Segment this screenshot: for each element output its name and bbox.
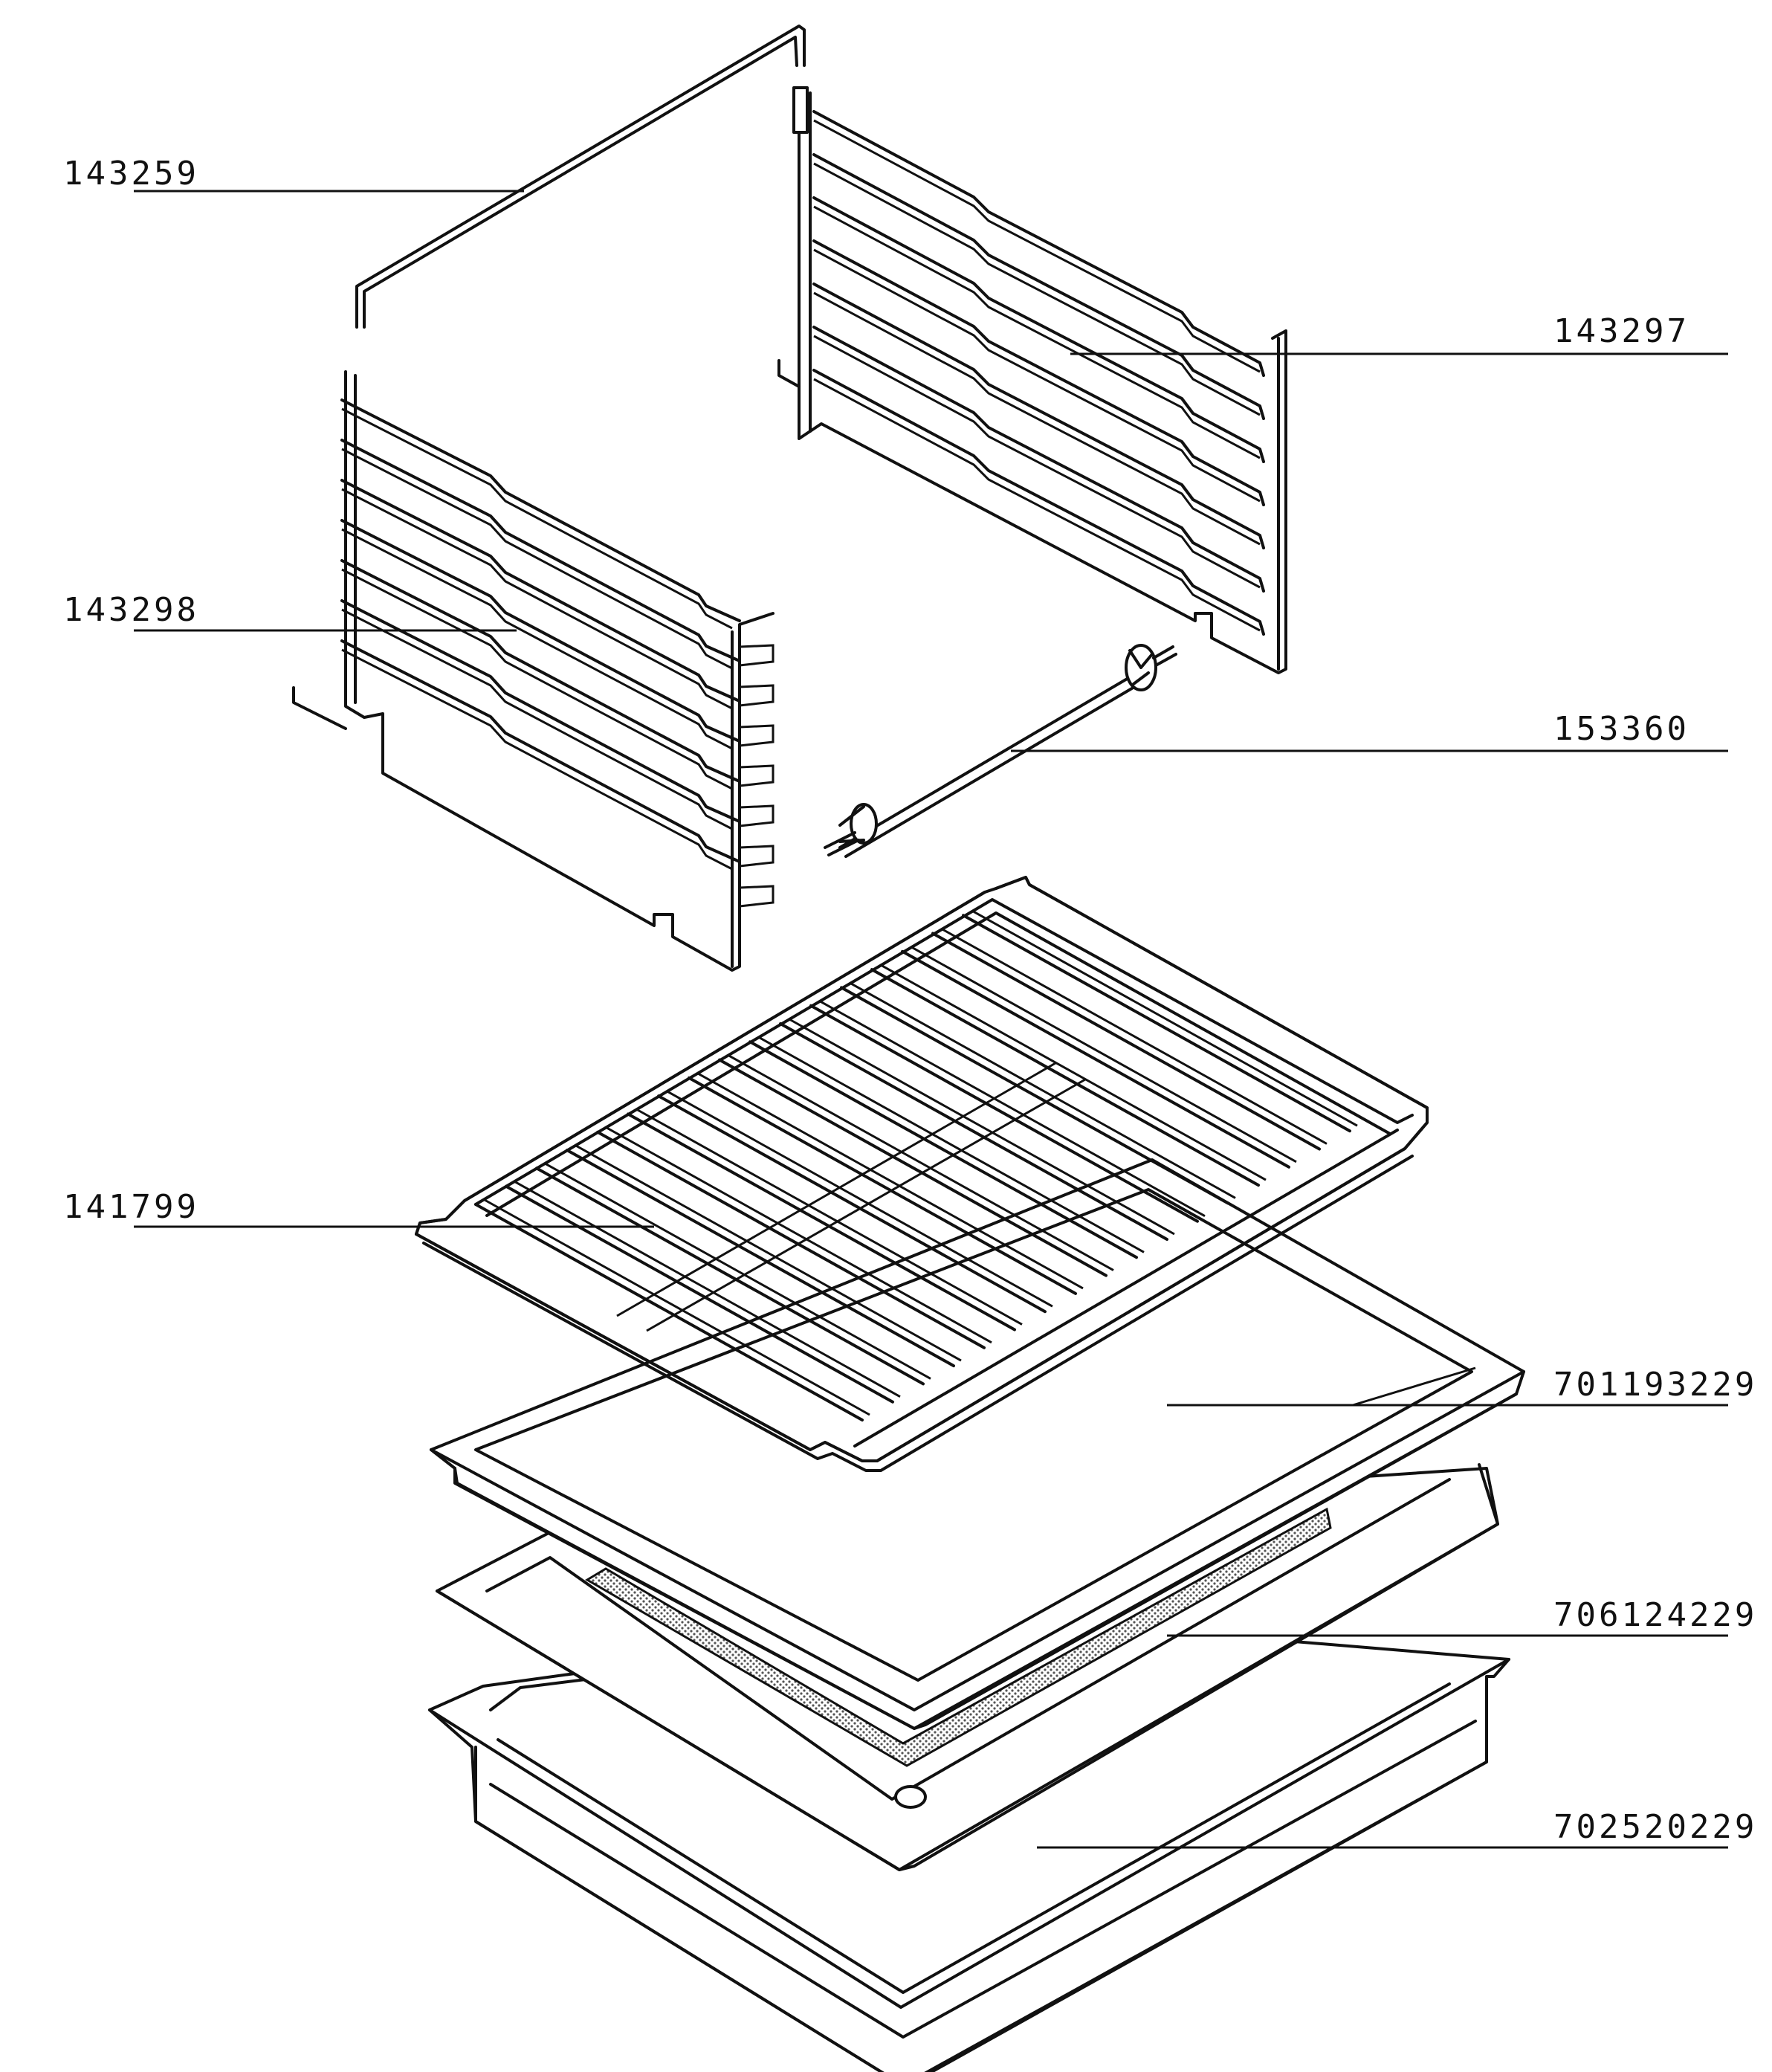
runner-rail bbox=[813, 248, 1261, 503]
runner-rail bbox=[340, 559, 741, 783]
runner-rail bbox=[341, 648, 733, 871]
rack-cross-bar bbox=[616, 1062, 1056, 1317]
rack-bar bbox=[484, 1198, 870, 1416]
runner-rail bbox=[813, 335, 1261, 589]
rack-bar bbox=[748, 1040, 1138, 1259]
rack-bar bbox=[911, 946, 1297, 1164]
runner-rail bbox=[813, 378, 1261, 632]
label-143298: 143298 bbox=[63, 591, 199, 629]
glass-tray-part bbox=[430, 1158, 1525, 1730]
runner-rail bbox=[340, 398, 741, 622]
rack-bar bbox=[809, 1004, 1199, 1223]
runner-stub bbox=[739, 644, 775, 667]
part-labels: 143259 143297 143298 153360 141799 70119… bbox=[63, 155, 1757, 1846]
runner-rail bbox=[812, 326, 1265, 593]
runner-rail bbox=[340, 599, 741, 823]
rack-bar bbox=[779, 1022, 1168, 1241]
rack-bar bbox=[474, 1203, 864, 1421]
rack-bar bbox=[931, 932, 1321, 1151]
rotisserie-spit-part bbox=[824, 644, 1177, 858]
rack-bar bbox=[505, 1184, 894, 1404]
runner-rail bbox=[341, 528, 733, 750]
runner-stub bbox=[739, 684, 775, 707]
runner-rail bbox=[341, 568, 733, 790]
rack-bar bbox=[870, 968, 1260, 1187]
runner-stub bbox=[739, 885, 775, 908]
rack-bar bbox=[728, 1054, 1114, 1271]
runner-rail bbox=[340, 479, 741, 703]
rack-bar bbox=[688, 1076, 1077, 1295]
right-shelf-runner-part bbox=[777, 86, 1287, 674]
runner-stub bbox=[739, 845, 775, 868]
rack-bar bbox=[758, 1036, 1145, 1253]
rack-bar bbox=[971, 909, 1358, 1127]
runner-rail bbox=[340, 639, 741, 863]
wire-bracket-part bbox=[355, 25, 806, 329]
runner-rail bbox=[341, 407, 733, 630]
rack-bar bbox=[850, 982, 1236, 1199]
rack-bar bbox=[514, 1181, 901, 1398]
rack-cross-bar bbox=[646, 1078, 1086, 1332]
rack-bar bbox=[789, 1018, 1175, 1236]
label-706124229: 706124229 bbox=[1553, 1596, 1757, 1634]
runner-stub bbox=[739, 724, 775, 747]
runner-rail bbox=[812, 196, 1265, 463]
runner-rail bbox=[341, 488, 733, 710]
runner-rail bbox=[813, 119, 1261, 373]
runner-rail bbox=[340, 519, 741, 743]
rack-bar bbox=[697, 1072, 1084, 1290]
rack-bar bbox=[596, 1130, 986, 1349]
rack-bar bbox=[606, 1126, 992, 1344]
runner-rail bbox=[812, 239, 1265, 506]
label-702520229: 702520229 bbox=[1553, 1808, 1757, 1846]
leader-701193229-b bbox=[1352, 1366, 1476, 1407]
runner-rail bbox=[813, 162, 1261, 416]
rack-bar bbox=[840, 986, 1229, 1205]
runner-rail bbox=[340, 439, 741, 662]
label-141799: 141799 bbox=[63, 1188, 199, 1226]
runner-rail bbox=[341, 608, 733, 830]
runner-stub bbox=[739, 764, 775, 787]
rack-bar bbox=[627, 1112, 1016, 1332]
rack-bar bbox=[657, 1094, 1047, 1314]
label-143297: 143297 bbox=[1553, 312, 1689, 350]
rack-bar bbox=[941, 928, 1328, 1145]
left-shelf-runner-part bbox=[292, 370, 775, 972]
leader-lines bbox=[134, 190, 1728, 1849]
rack-bar bbox=[575, 1144, 962, 1362]
label-153360: 153360 bbox=[1553, 710, 1689, 748]
rack-bar bbox=[636, 1108, 1023, 1326]
rack-front-bar bbox=[853, 1129, 1399, 1448]
rack-bar bbox=[962, 914, 1351, 1133]
runner-rail bbox=[341, 448, 733, 670]
runner-rail bbox=[812, 369, 1265, 636]
runner-stub bbox=[739, 804, 775, 827]
rack-bar bbox=[819, 1000, 1206, 1218]
label-701193229: 701193229 bbox=[1553, 1366, 1757, 1404]
runner-rail bbox=[812, 110, 1265, 377]
rack-bar bbox=[667, 1090, 1053, 1308]
runner-rail bbox=[813, 291, 1261, 546]
rack-bar bbox=[880, 964, 1267, 1181]
rack-bar bbox=[535, 1166, 925, 1386]
rack-bar bbox=[566, 1149, 955, 1368]
runner-rail bbox=[813, 205, 1261, 459]
runner-rail bbox=[812, 283, 1265, 549]
rack-bar bbox=[901, 949, 1290, 1169]
label-143259: 143259 bbox=[63, 155, 199, 193]
runner-rail bbox=[812, 153, 1265, 420]
rack-bar bbox=[718, 1058, 1108, 1277]
rack-bar bbox=[545, 1163, 931, 1380]
oven-rack-part bbox=[415, 876, 1429, 1472]
